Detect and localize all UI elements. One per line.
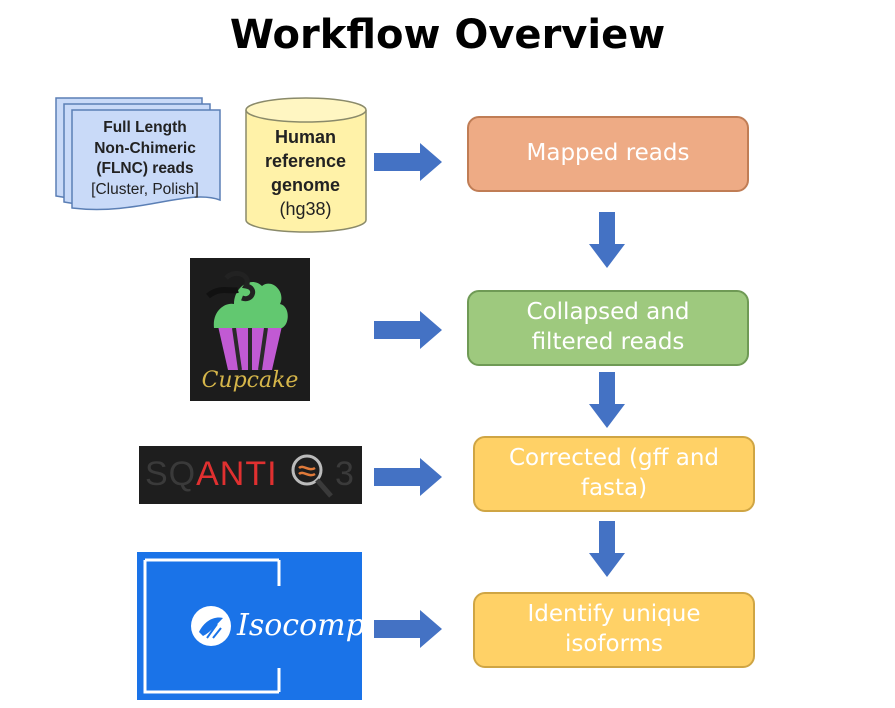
- step-4-line-1: Identify unique: [527, 601, 701, 628]
- flnc-line-3: (FLNC) reads: [96, 160, 194, 178]
- step-identify-isoforms: Identify unique isoforms: [473, 592, 755, 668]
- arrow-right-icon: [374, 458, 442, 496]
- cupcake-icon: [206, 271, 288, 371]
- arrow-down-icon: [589, 521, 625, 577]
- genome-line-4: (hg38): [279, 198, 332, 219]
- step-1-line-1: Mapped reads: [526, 140, 690, 167]
- isocomp-emblem-icon: [191, 606, 231, 646]
- genome-line-3: genome: [270, 174, 340, 195]
- flnc-line-4: [Cluster, Polish]: [91, 180, 199, 198]
- step-collapsed-filtered: Collapsed and filtered reads: [467, 290, 749, 366]
- genome-line-1: Human: [274, 127, 336, 147]
- arrow-down-icon: [589, 372, 625, 428]
- step-2-line-1: Collapsed and: [526, 299, 690, 326]
- sqanti3-logo: SQANTI 3: [139, 446, 362, 504]
- sqanti-prefix: SQ: [145, 455, 197, 493]
- isocomp-logo: Isocomp: [137, 552, 362, 700]
- database-cylinder-icon: [245, 97, 367, 233]
- arrow-right-icon: [374, 311, 442, 349]
- step-mapped-reads: Mapped reads: [467, 116, 749, 192]
- sqanti-version: 3: [335, 455, 354, 493]
- document-stack-icon: [55, 97, 221, 211]
- isocomp-wordmark: Isocomp: [237, 608, 362, 643]
- cupcake-logo: Cupcake: [190, 258, 310, 401]
- magnifier-icon: [291, 454, 333, 498]
- genome-line-2: reference: [264, 150, 347, 171]
- step-3-line-2: fasta): [580, 475, 648, 501]
- isocomp-frame: [143, 558, 281, 694]
- step-corrected: Corrected (gff and fasta): [473, 436, 755, 512]
- arrow-down-icon: [589, 212, 625, 268]
- reference-genome-label: Human reference genome (hg38): [248, 126, 363, 222]
- cupcake-wordmark: Cupcake: [201, 368, 299, 393]
- arrow-right-icon: [374, 610, 442, 648]
- flnc-line-1: Full Length: [103, 119, 187, 136]
- page-title: Workflow Overview: [229, 12, 666, 58]
- arrow-right-icon: [374, 143, 442, 181]
- step-2-line-2: filtered reads: [531, 329, 685, 355]
- step-3-line-1: Corrected (gff and: [508, 445, 719, 472]
- flnc-reads-label: Full Length Non-Chimeric (FLNC) reads [C…: [66, 118, 224, 200]
- sqanti-anti: ANTI: [196, 455, 278, 493]
- step-4-line-2: isoforms: [564, 631, 664, 657]
- flnc-line-2: Non-Chimeric: [94, 139, 196, 157]
